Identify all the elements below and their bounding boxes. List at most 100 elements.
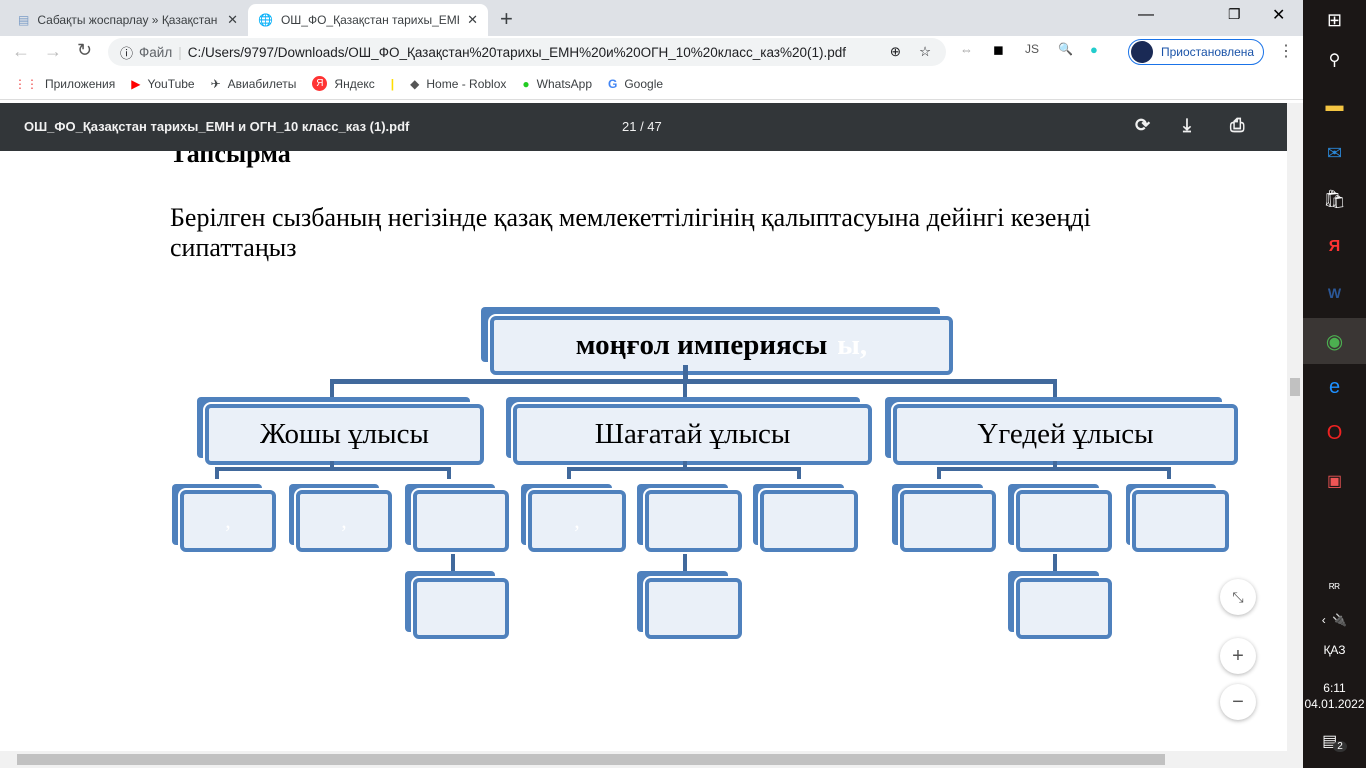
download-icon[interactable]: ⤓ <box>1183 115 1191 135</box>
root-label: моңғол империясы <box>575 329 828 361</box>
language-indicator[interactable]: ҚАЗ <box>1323 643 1346 657</box>
ghost-text: , <box>341 508 347 533</box>
zoom-out-button[interactable]: − <box>1220 684 1256 720</box>
url-text[interactable]: C:/Users/9797/Downloads/ОШ_ФО_Қазақстан%… <box>187 44 847 60</box>
bookmark-label: WhatsApp <box>536 76 592 91</box>
extension-icon[interactable]: ⇔ <box>960 42 973 57</box>
vertical-scrollbar[interactable] <box>1287 103 1303 751</box>
address-bar[interactable]: ⓘ Файл | C:/Users/9797/Downloads/ОШ_ФО_Қ… <box>108 38 946 66</box>
tab-title: Сабақты жоспарлау » Қазақстан <box>37 13 218 27</box>
rotate-icon[interactable]: ⟳ <box>1135 115 1151 135</box>
leaf-box: , <box>180 490 276 552</box>
minimize-button[interactable]: — <box>1138 6 1154 23</box>
plane-icon: ✈ <box>210 76 221 91</box>
tab-pdf[interactable]: 🌐 ОШ_ФО_Қазақстан тарихы_ЕМН ✕ <box>248 4 488 36</box>
extension-search-icon[interactable]: 🔍 <box>1058 42 1073 56</box>
restore-button[interactable]: ❐ <box>1228 6 1241 22</box>
scroll-thumb[interactable] <box>17 754 1165 765</box>
app-icon[interactable]: ▣ <box>1326 473 1343 490</box>
leaf-box <box>1016 578 1112 639</box>
leaf-box <box>645 578 742 639</box>
bookmark-roblox[interactable]: ◆Home - Roblox <box>410 77 506 91</box>
horizontal-scrollbar[interactable] <box>0 751 1303 768</box>
forward-button[interactable]: → <box>44 41 62 61</box>
windows-start-icon[interactable]: ⊞ <box>1326 9 1343 30</box>
apps-grid-icon: ⋮⋮ <box>14 76 38 91</box>
bookmark-apps[interactable]: ⋮⋮ Приложения <box>14 77 115 91</box>
scheme-label: Файл <box>139 44 173 60</box>
ghost-text: , <box>225 508 231 533</box>
reload-button[interactable]: ↻ <box>77 40 93 60</box>
bookmark-yandex[interactable]: Я Яндекс <box>312 76 375 91</box>
profile-label: Приостановлена <box>1161 45 1255 59</box>
print-icon[interactable]: ⎙ <box>1230 115 1245 135</box>
profile-button[interactable]: Приостановлена <box>1128 39 1264 65</box>
bookmark-whatsapp[interactable]: ● WhatsApp <box>522 77 592 91</box>
ghost-text: ы, <box>837 329 868 361</box>
pdf-toolbar: ОШ_ФО_Қазақстан тарихы_ЕМН и ОГН_10 клас… <box>0 103 1287 151</box>
branch-box-joshy: Жошы ұлысы <box>205 404 484 465</box>
bookmark-youtube[interactable]: ▶YouTube <box>131 77 194 91</box>
chrome-icon[interactable]: ◉ <box>1303 318 1366 364</box>
info-icon: ⓘ <box>120 45 134 61</box>
tab-lesson-planning[interactable]: ▤ Сабақты жоспарлау » Қазақстан ✕ <box>8 4 248 36</box>
extension-icon[interactable]: ◼ <box>993 42 1004 57</box>
tab-title: ОШ_ФО_Қазақстан тарихы_ЕМН <box>280 13 460 27</box>
bookmark-label: Home - Roblox <box>426 76 507 91</box>
globe-icon: 🌐 <box>258 13 273 27</box>
divider: | <box>178 44 182 60</box>
bookmark-yellow[interactable]: | <box>391 77 394 91</box>
google-icon: G <box>608 76 618 91</box>
pdf-page: Тапсырма Берілген сызбаның негізінде қаз… <box>0 151 1287 751</box>
file-explorer-icon[interactable]: ▬ <box>1325 94 1344 115</box>
opera-icon[interactable]: O <box>1326 421 1343 444</box>
bookmark-aviabilety[interactable]: ✈ Авиабилеты <box>211 77 297 91</box>
tray-icons[interactable]: ‹ 🔌 <box>1321 613 1348 627</box>
ghost-text: , <box>574 508 580 533</box>
search-icon[interactable]: ⚲ <box>1328 52 1341 69</box>
tab-strip: ▤ Сабақты жоспарлау » Қазақстан ✕ 🌐 ОШ_Ф… <box>0 0 1303 36</box>
back-button[interactable]: ← <box>12 41 30 61</box>
store-icon[interactable]: 🛍 <box>1323 188 1346 209</box>
star-icon[interactable]: ☆ <box>919 44 932 59</box>
fit-page-button[interactable]: ⤡ <box>1220 579 1256 615</box>
bookmark-label: Яндекс <box>334 76 375 91</box>
edge-icon[interactable]: e <box>1328 375 1341 398</box>
yandex-browser-icon[interactable]: Я <box>1328 238 1341 255</box>
close-window-button[interactable]: ✕ <box>1272 7 1286 24</box>
people-icon[interactable]: ᴿᴿ <box>1329 581 1340 595</box>
scroll-thumb[interactable] <box>1290 378 1300 396</box>
task-instruction: Берілген сызбаның негізінде қазақ мемлек… <box>170 203 1091 262</box>
new-tab-button[interactable]: + <box>500 6 513 31</box>
leaf-box <box>1132 490 1229 552</box>
branch-box-ugedei: Үгедей ұлысы <box>893 404 1238 465</box>
extension-js-icon[interactable]: JS <box>1025 42 1040 56</box>
clock-time[interactable]: 6:11 <box>1323 681 1346 695</box>
close-tab-icon[interactable]: ✕ <box>227 12 238 27</box>
bookmarks-bar: ⋮⋮ Приложения ▶YouTube ✈ Авиабилеты Я Яндек… <box>0 68 1303 100</box>
whatsapp-icon: ● <box>522 76 530 91</box>
leaf-box: , <box>528 490 626 552</box>
yandex-icon: Я <box>312 76 328 91</box>
leaf-box <box>1016 490 1112 552</box>
close-tab-icon[interactable]: ✕ <box>467 12 478 27</box>
branch-label: Шағатай ұлысы <box>594 418 791 450</box>
bookmark-label: Приложения <box>45 76 116 91</box>
word-icon[interactable]: W <box>1327 285 1342 301</box>
zoom-in-button[interactable]: + <box>1220 638 1256 674</box>
bookmark-label: Авиабилеты <box>227 76 297 91</box>
zoom-icon[interactable]: ⊕ <box>889 44 902 59</box>
avatar <box>1131 41 1153 63</box>
leaf-box <box>760 490 858 552</box>
leaf-box <box>413 578 509 639</box>
extension-icon[interactable]: ● <box>1090 42 1098 57</box>
notifications-button[interactable]: ▤ 2 <box>1303 728 1366 754</box>
menu-icon[interactable]: ⋮ <box>1278 43 1294 60</box>
page-indicator[interactable]: 21 / 47 <box>622 119 662 134</box>
notification-count: 2 <box>1333 740 1347 752</box>
clock-date[interactable]: 04.01.2022 <box>1304 697 1365 711</box>
mail-icon[interactable]: ✉ <box>1326 142 1343 163</box>
branch-label: Үгедей ұлысы <box>977 418 1154 450</box>
document-icon: ▤ <box>18 13 30 27</box>
